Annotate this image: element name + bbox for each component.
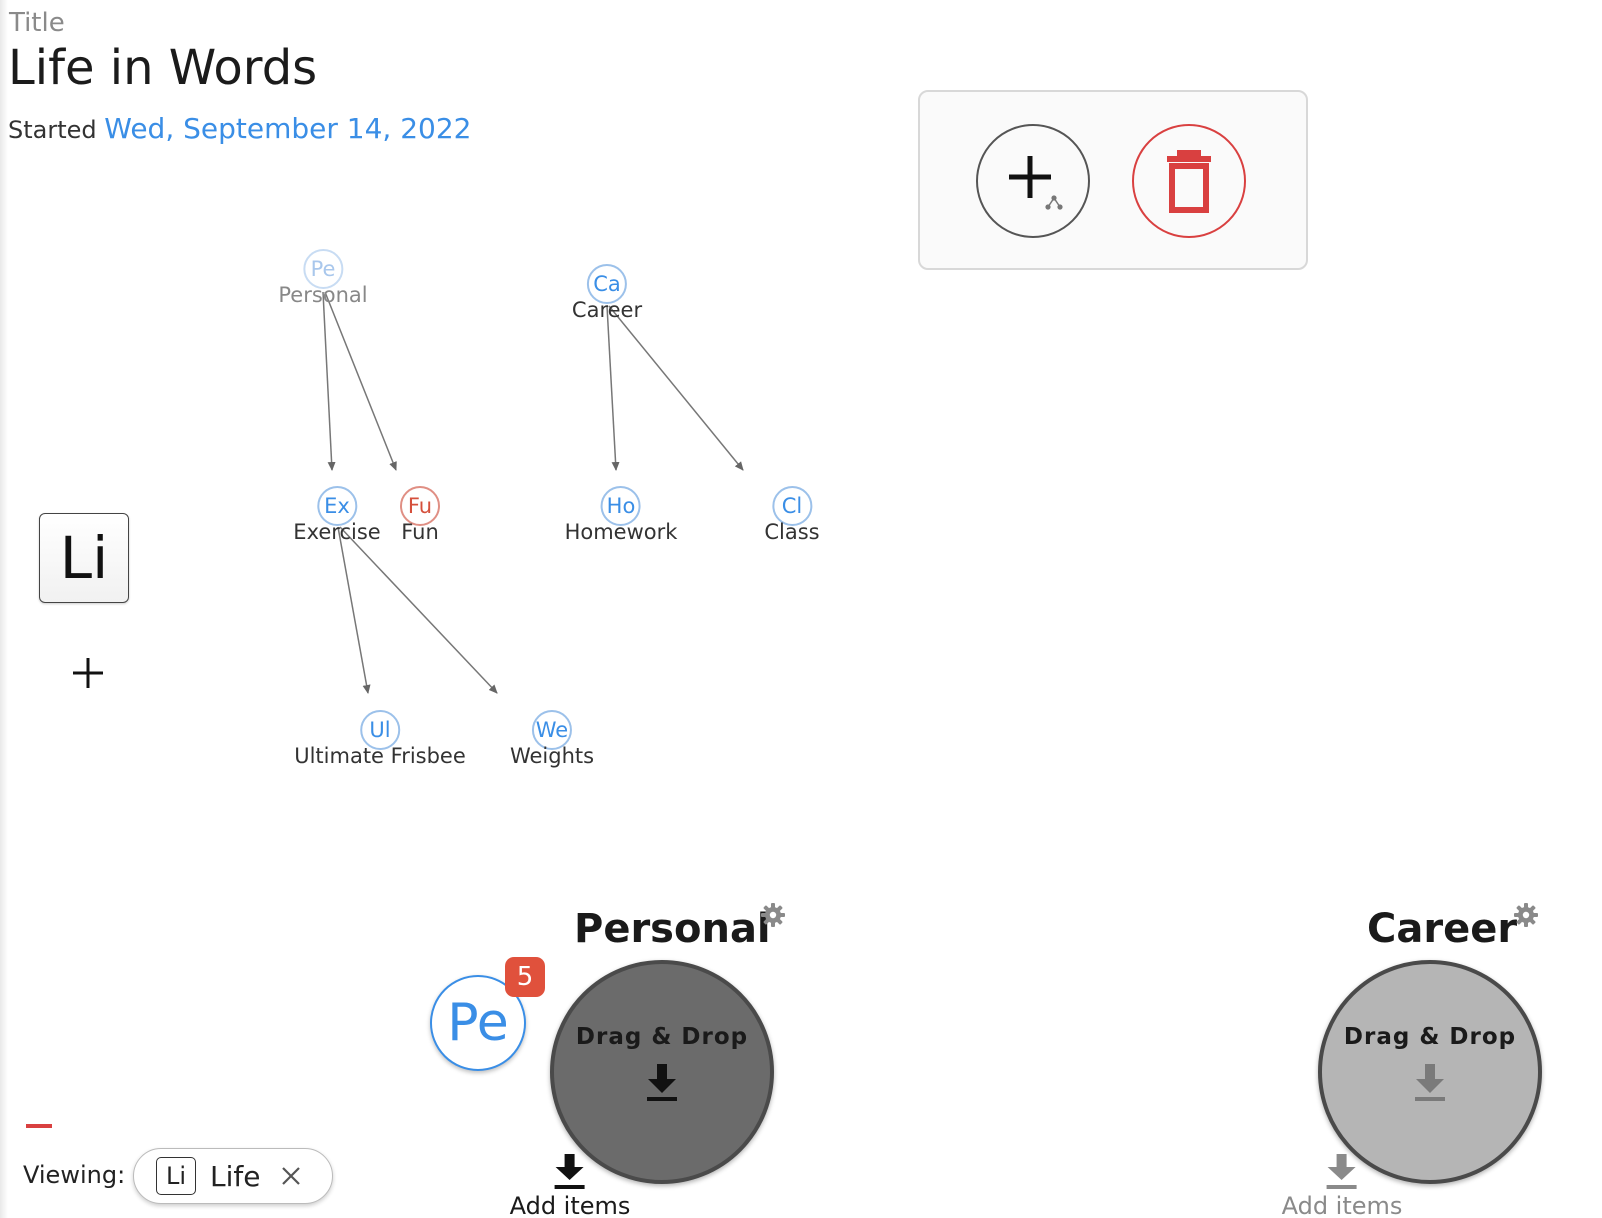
dropzone-label: Drag & Drop bbox=[575, 1024, 749, 1050]
node-label: Ultimate Frisbee bbox=[294, 744, 466, 768]
plus-icon[interactable] bbox=[70, 655, 106, 691]
graph-node-ultimate-frisbee[interactable]: Ul Ultimate Frisbee bbox=[294, 710, 466, 768]
left-edge-shadow bbox=[0, 0, 8, 1218]
dropzone-career[interactable]: Drag & Drop bbox=[1318, 960, 1542, 1184]
add-node-button[interactable] bbox=[976, 124, 1090, 238]
gear-icon[interactable] bbox=[1513, 902, 1539, 928]
page-title[interactable]: Life in Words bbox=[8, 40, 318, 96]
node-label: Fun bbox=[401, 520, 439, 544]
title-label: Title bbox=[9, 8, 65, 38]
node-circle: Ho bbox=[601, 486, 641, 526]
viewing-chip[interactable]: Li Life bbox=[133, 1148, 333, 1204]
started-date[interactable]: Wed, September 14, 2022 bbox=[104, 112, 472, 145]
chip-abbr-icon: Li bbox=[156, 1157, 196, 1195]
node-label: Class bbox=[764, 520, 820, 544]
graph-node-class[interactable]: Cl Class bbox=[764, 486, 820, 544]
edge-exercise-weights bbox=[339, 526, 498, 694]
node-label: Personal bbox=[278, 283, 368, 307]
chip-label: Life bbox=[210, 1159, 261, 1193]
node-circle: Ul bbox=[360, 710, 400, 750]
download-icon bbox=[1326, 1154, 1357, 1189]
edge-career-homework bbox=[606, 305, 620, 471]
delete-button[interactable] bbox=[1132, 124, 1246, 238]
edge-career-class bbox=[608, 305, 744, 471]
add-items-personal[interactable]: Add items bbox=[509, 1152, 631, 1218]
dropzone-personal[interactable]: Drag & Drop bbox=[550, 960, 774, 1184]
viewing-label: Viewing: bbox=[23, 1161, 126, 1189]
node-circle: Pe bbox=[303, 249, 343, 289]
graph-node-exercise[interactable]: Ex Exercise bbox=[293, 486, 381, 544]
group-title-career: Career bbox=[1367, 906, 1518, 952]
download-icon bbox=[554, 1154, 585, 1189]
node-circle: Ca bbox=[587, 264, 627, 304]
dropzone-label: Drag & Drop bbox=[1343, 1024, 1517, 1050]
add-items-label: Add items bbox=[509, 1192, 631, 1218]
node-label: Career bbox=[571, 298, 643, 322]
started-label: Started bbox=[8, 116, 97, 144]
graph-node-weights[interactable]: We Weights bbox=[510, 710, 594, 768]
group-title-personal: Personal bbox=[574, 906, 771, 952]
graph-node-homework[interactable]: Ho Homework bbox=[564, 486, 678, 544]
count-badge: 5 bbox=[505, 957, 545, 997]
add-items-label: Add items bbox=[1281, 1192, 1403, 1218]
graph-node-fun[interactable]: Fu Fun bbox=[400, 486, 440, 544]
download-icon bbox=[1415, 1064, 1445, 1101]
action-toolbar bbox=[918, 90, 1308, 270]
edge-personal-exercise bbox=[322, 291, 336, 471]
node-label: Homework bbox=[564, 520, 678, 544]
edge-personal-fun bbox=[324, 291, 397, 471]
add-items-career[interactable]: Add items bbox=[1281, 1152, 1403, 1218]
graph-node-personal[interactable]: Pe Personal bbox=[278, 249, 368, 307]
download-icon bbox=[647, 1064, 677, 1101]
gear-icon[interactable] bbox=[760, 902, 786, 928]
node-label: Weights bbox=[509, 744, 595, 768]
close-icon[interactable] bbox=[280, 1165, 302, 1187]
started-line: Started Wed, September 14, 2022 bbox=[8, 112, 471, 145]
graph-node-career[interactable]: Ca Career bbox=[572, 264, 642, 322]
node-circle: Ex bbox=[316, 486, 357, 526]
node-label: Exercise bbox=[293, 520, 381, 544]
node-circle: Cl bbox=[772, 486, 812, 526]
node-circle: Fu bbox=[400, 486, 440, 526]
root-card[interactable]: Li bbox=[39, 513, 129, 603]
plus-branch-icon bbox=[1009, 156, 1063, 210]
trash-icon bbox=[1167, 150, 1211, 213]
collapse-minus-button[interactable] bbox=[26, 1124, 52, 1128]
node-circle: We bbox=[531, 710, 572, 750]
edge-exercise-ultimate bbox=[337, 526, 371, 694]
